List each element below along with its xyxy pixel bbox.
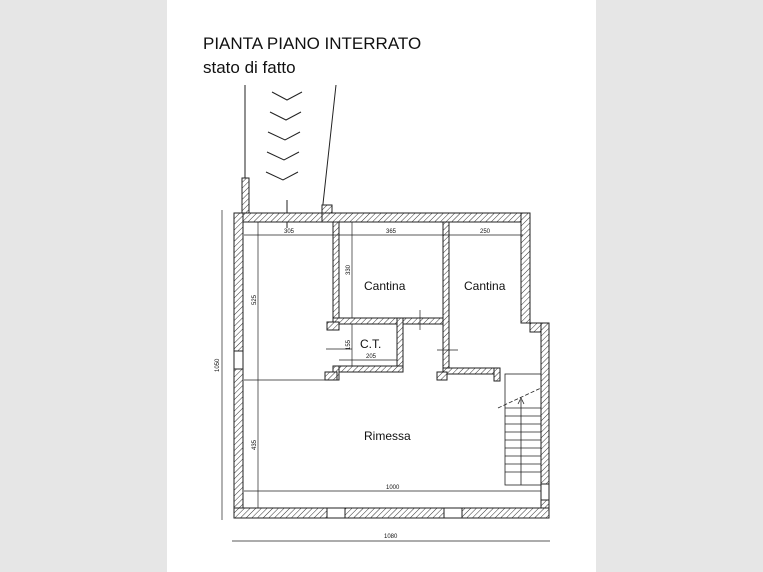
room-label-rimessa: Rimessa bbox=[364, 429, 411, 443]
plan-subtitle: stato di fatto bbox=[203, 58, 296, 77]
dimension-155: 155 bbox=[346, 339, 352, 350]
openings bbox=[233, 350, 550, 519]
dimension-1050: 1050 bbox=[215, 358, 221, 372]
dimension-lines bbox=[221, 210, 550, 542]
dimension-205: 205 bbox=[366, 354, 377, 360]
dimension-250: 250 bbox=[480, 229, 491, 235]
dimension-1000: 1000 bbox=[386, 485, 400, 491]
dimension-330: 330 bbox=[346, 264, 352, 275]
dimension-1080: 1080 bbox=[384, 534, 398, 540]
dimension-365: 365 bbox=[386, 229, 397, 235]
room-label-ct: C.T. bbox=[360, 337, 381, 351]
dimension-435: 435 bbox=[252, 439, 258, 450]
dimension-525: 525 bbox=[252, 294, 258, 305]
room-label-cantina-1: Cantina bbox=[364, 279, 406, 293]
stair bbox=[497, 373, 542, 486]
dimension-305: 305 bbox=[284, 229, 295, 235]
room-label-cantina-2: Cantina bbox=[464, 279, 506, 293]
plan-title: PIANTA PIANO INTERRATO bbox=[203, 34, 422, 53]
